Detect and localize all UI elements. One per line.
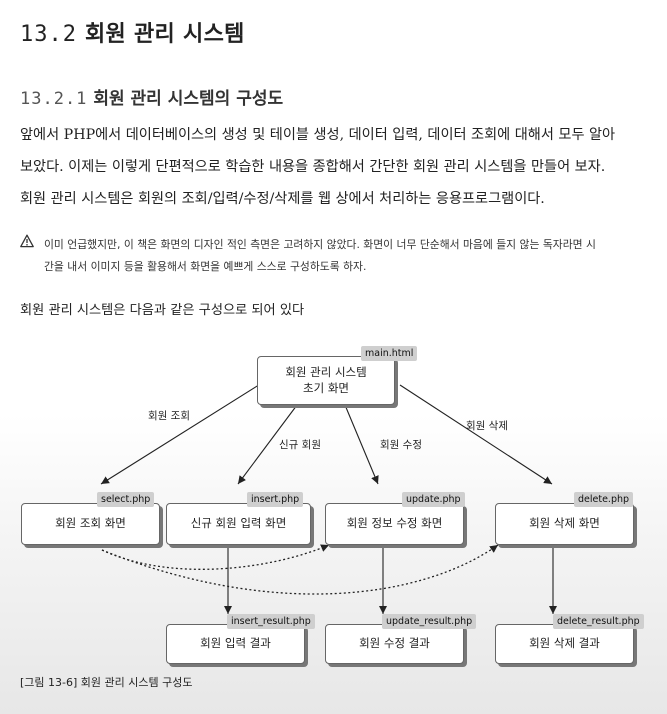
edge-label-insert: 신규 회원	[279, 439, 321, 451]
warning-triangle-icon	[20, 234, 34, 248]
insert-screen-box: 신규 회원 입력 화면	[166, 503, 311, 545]
main-screen-line-2: 초기 화면	[303, 380, 349, 395]
delete-result-box: 회원 삭제 결과	[495, 624, 634, 664]
subsection-heading: 13.2.1 회원 관리 시스템의 구성도	[20, 84, 283, 109]
section-title: 회원 관리 시스템	[84, 22, 245, 47]
section-number: 13.2	[20, 22, 77, 47]
select-screen-box: 회원 조회 화면	[21, 503, 160, 545]
subsection-title: 회원 관리 시스템의 구성도	[93, 89, 284, 109]
main-screen-box: 회원 관리 시스템 초기 화면	[257, 356, 395, 405]
paragraph-2: 회원 관리 시스템은 회원의 조회/입력/수정/삭제를 웹 상에서 처리하는 응…	[20, 191, 545, 207]
arrow-main-to-insert	[237, 400, 301, 485]
insert-result-box: 회원 입력 결과	[166, 624, 305, 664]
edge-label-select: 회원 조회	[148, 410, 190, 422]
insert-result-file-tag: insert_result.php	[227, 614, 315, 629]
delete-file-tag: delete.php	[574, 492, 634, 507]
paragraph-1-line-2: 보았다. 이제는 이렇게 단편적으로 학습한 내용을 종합해서 간단한 회원 관…	[20, 159, 606, 175]
dotted-arrow-select-to-delete	[101, 544, 499, 595]
arrow-main-to-delete	[399, 384, 553, 485]
arrow-main-to-update	[344, 404, 379, 485]
diagram-intro: 회원 관리 시스템은 다음과 같은 구성으로 되어 있다	[20, 303, 305, 318]
main-file-tag: main.html	[361, 346, 418, 361]
main-screen-line-1: 회원 관리 시스템	[285, 364, 367, 379]
arrow-main-to-select	[100, 377, 271, 485]
delete-result-file-tag: delete_result.php	[553, 614, 644, 629]
insert-file-tag: insert.php	[247, 492, 304, 507]
note-line-1: 이미 언급했지만, 이 책은 화면의 디자인 적인 측면은 고려하지 않았다. …	[44, 238, 596, 251]
select-file-tag: select.php	[97, 492, 155, 507]
note-line-2: 간을 내서 이미지 등을 활용해서 화면을 예쁘게 스스로 구성하도록 하자.	[44, 260, 367, 273]
dotted-arrow-select-to-update	[101, 544, 330, 570]
update-screen-box: 회원 정보 수정 화면	[325, 503, 464, 545]
update-result-box: 회원 수정 결과	[325, 624, 464, 664]
edge-label-delete: 회원 삭제	[466, 420, 508, 432]
update-file-tag: update.php	[402, 492, 465, 507]
delete-screen-box: 회원 삭제 화면	[495, 503, 634, 545]
update-result-file-tag: update_result.php	[382, 614, 477, 629]
paragraph-1-line-1: 앞에서 PHP에서 데이터베이스의 생성 및 테이블 생성, 데이터 입력, 데…	[20, 127, 616, 143]
edge-label-update: 회원 수정	[380, 439, 422, 451]
subsection-number: 13.2.1	[20, 89, 88, 109]
section-heading: 13.2 회원 관리 시스템	[20, 16, 245, 48]
figure-caption: [그림 13-6] 회원 관리 시스템 구성도	[20, 676, 193, 689]
